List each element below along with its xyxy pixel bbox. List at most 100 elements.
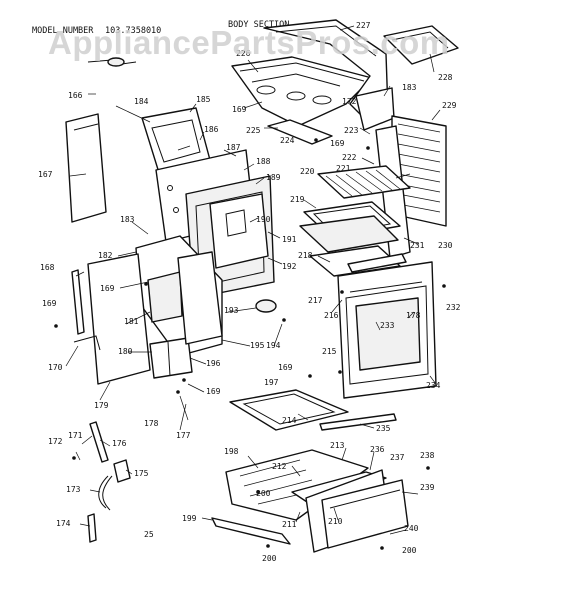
callout-183-top: 183 — [402, 83, 417, 92]
model-number-value: 103.7358010 — [105, 26, 161, 36]
part-221-rack — [317, 165, 411, 199]
callout-194: 194 — [266, 341, 281, 350]
callout-220: 220 — [300, 167, 315, 176]
part-183-upper-bracket — [355, 87, 395, 131]
callout-215: 215 — [322, 347, 337, 356]
callout-172-bottom: 172 — [48, 437, 63, 446]
callout-222: 222 — [342, 153, 357, 162]
callout-237: 237 — [390, 453, 405, 462]
callout-210: 210 — [328, 517, 343, 526]
part-180-drawer-box — [149, 337, 193, 379]
callout-174: 174 — [56, 519, 71, 528]
callout-180: 180 — [118, 347, 133, 356]
callout-193: 193 — [224, 306, 239, 315]
callout-184: 184 — [134, 97, 149, 106]
callout-195: 195 — [250, 341, 265, 350]
model-number-label: MODEL NUMBER — [32, 26, 94, 36]
callout-233: 233 — [380, 321, 395, 330]
callout-213: 213 — [330, 441, 345, 450]
callout-192: 192 — [282, 262, 297, 271]
part-239-drawer-panel — [321, 479, 409, 549]
callout-217: 217 — [308, 296, 323, 305]
callout-168: 168 — [40, 263, 55, 272]
part-220-rack — [299, 215, 399, 253]
callout-199: 199 — [182, 514, 197, 523]
callout-172-top: 172 — [342, 97, 357, 106]
callout-219: 219 — [290, 195, 305, 204]
callout-212: 212 — [272, 462, 287, 471]
callout-190: 190 — [256, 215, 271, 224]
callout-187: 187 — [226, 143, 241, 152]
callout-240: 240 — [404, 524, 419, 533]
part-175-hook — [113, 459, 131, 483]
callout-197: 197 — [264, 378, 279, 387]
part-173-spring — [98, 475, 113, 511]
callout-169-lower: 169 — [278, 363, 293, 372]
callout-173: 173 — [66, 485, 81, 494]
callout-171: 171 — [68, 431, 83, 440]
part-168-trim-strip — [71, 269, 85, 335]
callout-169-mid: 169 — [330, 139, 345, 148]
callout-229: 229 — [442, 101, 457, 110]
part-231-seal — [347, 253, 407, 273]
callout-188: 188 — [256, 157, 271, 166]
callout-238: 238 — [420, 451, 435, 460]
leader-lines — [65, 25, 441, 535]
callout-226: 226 — [236, 49, 251, 58]
callout-196: 196 — [206, 359, 221, 368]
callout-225: 225 — [246, 126, 261, 135]
callout-230: 230 — [438, 241, 453, 250]
callout-223: 223 — [344, 126, 359, 135]
callout-236: 236 — [370, 445, 385, 454]
part-228-cover — [383, 25, 459, 65]
callout-191: 191 — [282, 235, 297, 244]
screws — [54, 138, 446, 550]
callout-227: 227 — [356, 21, 371, 30]
callout-181: 181 — [124, 317, 139, 326]
callout-234: 234 — [426, 381, 441, 390]
callout-211: 211 — [282, 520, 297, 529]
part-197-tray — [229, 389, 349, 431]
part-167-left-panel — [65, 113, 107, 223]
part-233-door-window — [355, 297, 421, 371]
part-176-hinge — [89, 421, 109, 463]
part-181-window — [147, 271, 183, 323]
callout-239: 239 — [420, 483, 435, 492]
callout-228: 228 — [438, 73, 453, 82]
callout-200-right: 200 — [402, 546, 417, 555]
callout-166: 166 — [68, 91, 83, 100]
callout-labels: 227 226 228 183 169 172 229 225 223 224 … — [38, 21, 461, 563]
part-225-trim — [267, 119, 333, 145]
callout-169-top: 169 — [232, 105, 247, 114]
callout-169-left: 169 — [42, 299, 57, 308]
part-193-knob — [255, 299, 277, 313]
part-195-lower-panel — [177, 251, 223, 345]
part-166-cord — [87, 57, 137, 67]
part-174-rod — [87, 513, 97, 543]
part-199-rail — [211, 517, 291, 545]
callout-235: 235 — [376, 424, 391, 433]
callout-169-bottom: 169 — [206, 387, 221, 396]
callout-200-bottom: 200 — [262, 554, 277, 563]
callout-232: 232 — [446, 303, 461, 312]
callout-167: 167 — [38, 170, 53, 179]
callout-177: 177 — [176, 431, 191, 440]
corner-label: 25 — [144, 530, 154, 539]
callout-218: 218 — [298, 251, 313, 260]
callout-221: 221 — [336, 164, 351, 173]
callout-224: 224 — [280, 136, 295, 145]
callout-179: 179 — [94, 401, 109, 410]
part-189-side-wall — [209, 193, 269, 269]
callout-183-left: 183 — [120, 215, 135, 224]
callout-170: 170 — [48, 363, 63, 372]
callout-216: 216 — [324, 311, 339, 320]
callout-186: 186 — [204, 125, 219, 134]
callout-175: 175 — [134, 469, 149, 478]
watermark: AppliancePartsPros.com — [48, 24, 450, 61]
callout-182: 182 — [98, 251, 113, 260]
part-235-rail — [319, 413, 397, 431]
part-170-bracket — [73, 335, 101, 351]
callout-189: 189 — [266, 173, 281, 182]
callout-169-door: 169 — [100, 284, 115, 293]
